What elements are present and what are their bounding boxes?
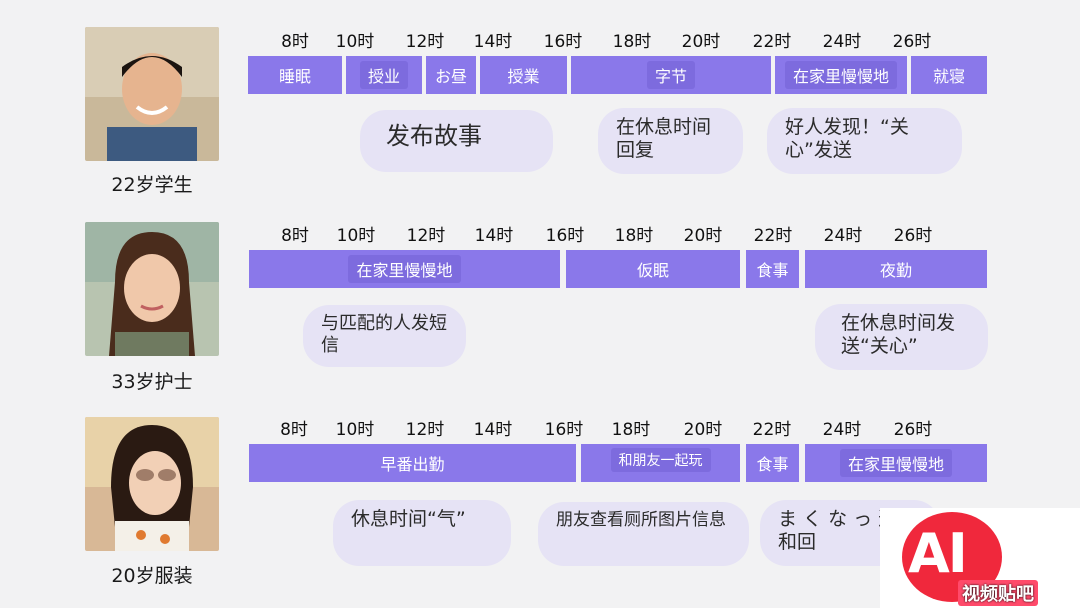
note-bubble: 在休息时间发送“关心” [815,304,988,370]
tick-label: 12时 [405,32,445,52]
tick-label: 26时 [893,226,933,246]
activity-meal: 食事 [746,250,799,288]
tick-label: 8时 [281,226,309,246]
logo-text: AI [908,522,968,585]
tick-label: 12时 [405,420,445,440]
tick-label: 14时 [473,32,513,52]
tick-label: 20时 [683,226,723,246]
tick-label: 24时 [822,420,862,440]
logo-subtitle: 视频贴吧 [958,580,1038,606]
person-label: 33岁护士 [111,371,193,393]
activity-sleep: 睡眠 [248,56,342,94]
tick-label: 12时 [406,226,446,246]
note-bubble: 休息时间“气” [333,500,511,566]
note-bubble: 发布故事 [360,110,553,172]
person-label: 22岁学生 [111,174,193,196]
note-bubble: 与匹配的人发短信 [303,305,466,367]
tick-label: 26时 [892,32,932,52]
activity-night-shift: 夜勤 [805,250,987,288]
activity-friends: 和朋友一起玩 [581,444,740,482]
apparel-photo [85,417,219,551]
tick-label: 8时 [281,32,309,52]
activity-meal: 食事 [746,444,799,482]
note-bubble: 朋友查看厕所图片信息 [538,502,749,566]
activity-nap: 仮眠 [566,250,740,288]
tick-label: 10时 [336,226,376,246]
tick-label: 22时 [752,420,792,440]
note-bubble: 在休息时间回复 [598,108,743,174]
tick-label: 14时 [473,420,513,440]
activity-lunch: お昼 [426,56,476,94]
activity-home: 在家里慢慢地 [249,250,560,288]
tick-label: 18时 [614,226,654,246]
tick-label: 20时 [683,420,723,440]
activity-home: 在家里慢慢地 [775,56,907,94]
tick-label: 18时 [612,32,652,52]
person-label: 20岁服装 [111,565,193,587]
activity-part-time: 字节 [571,56,771,94]
tick-label: 24时 [822,32,862,52]
tick-label: 16时 [544,420,584,440]
activity-class-2: 授業 [480,56,567,94]
note-bubble: 好人发现！“关心”发送 [767,108,962,174]
student-photo [85,27,219,161]
activity-class: 授业 [346,56,422,94]
tick-label: 10时 [335,32,375,52]
tick-label: 24时 [823,226,863,246]
watermark-logo: AI 视频贴吧 [880,508,1080,608]
activity-home: 在家里慢慢地 [805,444,987,482]
activity-bedtime: 就寝 [911,56,987,94]
tick-label: 18时 [611,420,651,440]
nurse-photo [85,222,219,356]
tick-label: 10时 [335,420,375,440]
activity-early-shift: 早番出勤 [249,444,576,482]
tick-label: 8时 [280,420,308,440]
tick-label: 16时 [545,226,585,246]
tick-label: 14时 [474,226,514,246]
tick-label: 16时 [543,32,583,52]
tick-label: 26时 [893,420,933,440]
tick-label: 22时 [753,226,793,246]
tick-label: 22时 [752,32,792,52]
tick-label: 20时 [681,32,721,52]
